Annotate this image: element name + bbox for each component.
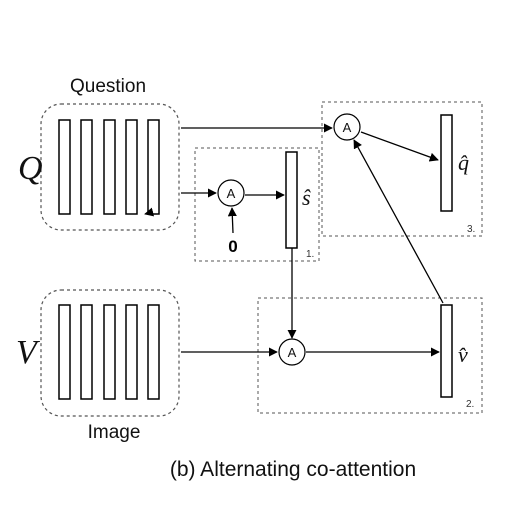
v-symbol: V (16, 334, 41, 371)
question-feature-bars (58, 119, 160, 215)
v-hat-label: v̂ (458, 342, 468, 367)
question-label: Question (70, 76, 146, 97)
image-label: Image (88, 422, 141, 443)
image-bar (125, 304, 138, 400)
q-hat-label: q̂ (458, 150, 469, 175)
question-bar (125, 119, 138, 215)
s-hat-label: ŝ (302, 185, 311, 210)
question-bar-arrow (144, 207, 155, 217)
flow-arrows (144, 123, 444, 357)
image-bar (103, 304, 116, 400)
step1-label: 1. (306, 249, 314, 260)
step1-attention-node (217, 179, 245, 207)
step2-label: 2. (466, 399, 474, 410)
step3-to-q-hat-arrow (360, 131, 439, 162)
image-bar (80, 304, 93, 400)
diagram-caption: (b) Alternating co-attention (170, 458, 416, 481)
image-feature-bars (58, 304, 160, 400)
question-bar (147, 119, 160, 215)
image-bar (147, 304, 160, 400)
step3-box (321, 101, 483, 237)
step1-attention-symbol: A (227, 186, 236, 201)
v-hat-vector (440, 304, 453, 398)
step3-label: 3. (467, 224, 475, 235)
s-hat-vector (285, 151, 298, 249)
q-symbol: Q (18, 150, 43, 187)
question-bar (80, 119, 93, 215)
question-bar (103, 119, 116, 215)
step3-attention-symbol: A (343, 120, 352, 135)
v-hat-to-step3-arrow (353, 139, 444, 304)
q-hat-vector (440, 114, 453, 212)
image-feature-box (40, 289, 180, 417)
step2-attention-node (278, 338, 306, 366)
step2-box (257, 297, 483, 414)
step2-attention-symbol: A (288, 345, 297, 360)
image-bar (58, 304, 71, 400)
step3-attention-node (333, 113, 361, 141)
zero-input-label: 0 (228, 237, 237, 256)
step1-box (194, 147, 320, 262)
question-feature-box (40, 103, 180, 231)
zero-to-step1-arrow (227, 207, 237, 234)
question-bar (58, 119, 71, 215)
